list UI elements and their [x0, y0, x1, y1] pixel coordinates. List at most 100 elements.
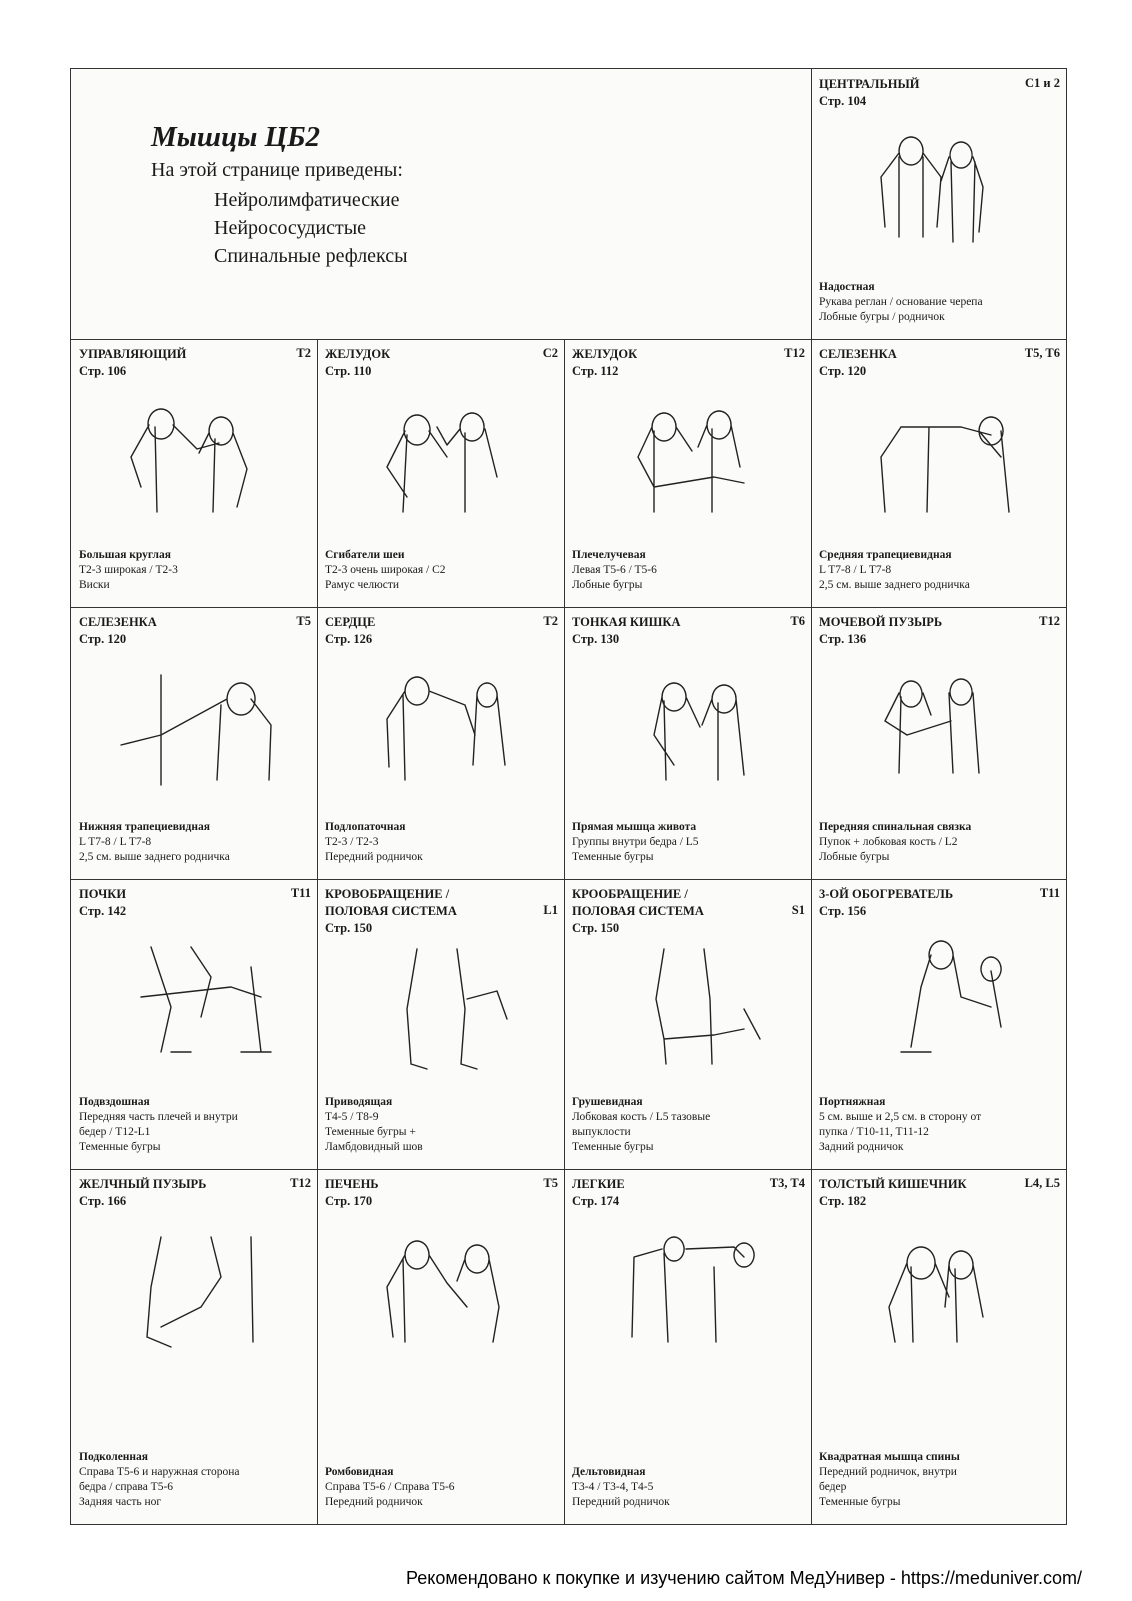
test-illustration-icon: [130, 408, 248, 513]
organ-name: КРОВОБРАЩЕНИЕ / ПОЛОВАЯ СИСТЕМА: [325, 887, 457, 918]
organ-name: ТОНКАЯ КИШКА: [572, 615, 681, 629]
organ-name: МОЧЕВОЙ ПУЗЫРЬ: [819, 615, 943, 629]
page-ref: Стр. 150: [572, 921, 620, 935]
reflex-point: T2-3 очень широкая / C2: [325, 564, 446, 576]
vertebra-code: S1: [791, 903, 805, 917]
organ-name: Управляющий: [79, 347, 187, 361]
test-illustration-icon: [900, 940, 1002, 1053]
vertebra-code: T5: [543, 1176, 558, 1190]
page-ref: Стр. 136: [819, 632, 867, 646]
grid-divider: [811, 69, 812, 1524]
test-illustration-icon: [880, 136, 984, 243]
page-ref: Стр. 166: [79, 1194, 127, 1208]
vertebra-code: L1: [543, 903, 558, 917]
organ-name: ЛЕГКИЕ: [572, 1177, 625, 1191]
page-ref: Стр. 130: [572, 632, 620, 646]
test-illustration-icon: [880, 416, 1010, 513]
test-illustration-icon: [631, 1236, 755, 1343]
muscle-name: Подвздошная: [79, 1096, 150, 1108]
reflex-point: Лобковая кость / L5 тазовые: [572, 1111, 711, 1123]
muscle-name: Большая круглая: [79, 549, 171, 561]
grid-divider: [71, 607, 1066, 608]
reflex-point: Теменные бугры: [572, 1141, 654, 1153]
vertebra-code: T12: [1039, 614, 1060, 628]
cell-header: УправляющийСтр. 106: [79, 346, 311, 380]
page-ref: Стр. 112: [572, 364, 619, 378]
reflex-point: бедер / T12-L1: [79, 1126, 151, 1138]
muscle-name: Плечелучевая: [572, 549, 646, 561]
reflex-point: Пупок + лобковая кость / L2: [819, 836, 958, 848]
reflex-point: выпуклости: [572, 1126, 631, 1138]
grid-divider: [71, 879, 1066, 880]
page-ref: Стр. 104: [819, 94, 867, 108]
page-ref: Стр. 150: [325, 921, 373, 935]
page-ref: Стр. 142: [79, 904, 127, 918]
organ-name: ПОЧКИ: [79, 887, 127, 901]
reflex-point: Передняя часть плечей и внутри: [79, 1111, 238, 1123]
grid-divider: [71, 1169, 1066, 1170]
reflex-point: T2-3 / T2-3: [325, 836, 379, 848]
reflex-point: бедра / справа T5-6: [79, 1481, 174, 1493]
organ-name: ЖЕЛЧНЫЙ ПУЗЫРЬ: [79, 1177, 207, 1191]
muscle-name: Ромбовидная: [325, 1466, 394, 1478]
reflex-point: Теменные бугры: [819, 1496, 901, 1508]
reflex-point: Рамус челюсти: [325, 579, 400, 591]
test-illustration-icon: [655, 948, 761, 1065]
page-title: Мышцы ЦБ2: [151, 121, 321, 153]
test-illustration-icon: [653, 682, 745, 781]
muscle-name: Портняжная: [819, 1096, 886, 1108]
grid-divider: [71, 339, 1066, 340]
test-illustration-icon: [140, 946, 272, 1053]
vertebra-code: C2: [542, 346, 558, 360]
reflex-point: T3-4 / T3-4, T4-5: [572, 1481, 654, 1493]
cell-header: КРОВОБРАЩЕНИЕ / ПОЛОВАЯ СИСТЕМА Стр. 150: [325, 886, 504, 937]
vertebra-code: L4, L5: [1024, 1176, 1060, 1190]
grid-divider: [564, 339, 565, 1524]
muscle-name: Приводящая: [325, 1096, 393, 1108]
vertebra-code: T12: [290, 1176, 311, 1190]
vertebra-code: T2: [296, 346, 311, 360]
test-illustration-icon: [120, 674, 272, 786]
page-ref: Стр. 170: [325, 1194, 373, 1208]
page-subtitle: На этой странице приведены:: [151, 159, 403, 181]
reflex-point: 2,5 см. выше заднего родничка: [819, 579, 970, 591]
muscle-name: Надостная: [819, 281, 875, 293]
test-illustration-icon: [406, 948, 508, 1070]
cell-header: ЦентральныйСтр. 104: [819, 76, 1060, 110]
organ-name: СЕЛЕЗЕНКА: [79, 615, 157, 629]
test-illustration-icon: [888, 1246, 984, 1343]
test-illustration-icon: [386, 412, 498, 513]
organ-name: 3-ОЙ ОБОГРЕВАТЕЛЬ: [819, 887, 954, 901]
reflex-point: пупка / T10-11, T11-12: [819, 1126, 929, 1138]
reflex-point: Лобные бугры / родничок: [819, 311, 945, 323]
organ-name: КРООБРАЩЕНИЕ / ПОЛОВАЯ СИСТЕМА: [572, 887, 704, 918]
organ-name: ПЕЧЕНЬ: [325, 1177, 379, 1191]
chart-sheet: Мышцы ЦБ2 На этой странице приведены: Не…: [70, 68, 1067, 1525]
page-ref: Стр. 174: [572, 1194, 620, 1208]
test-illustration-icon: [637, 410, 745, 513]
reflex-point: Передний родничок: [325, 1496, 423, 1508]
intro-block: Мышцы ЦБ2 На этой странице приведены: Не…: [71, 69, 831, 353]
